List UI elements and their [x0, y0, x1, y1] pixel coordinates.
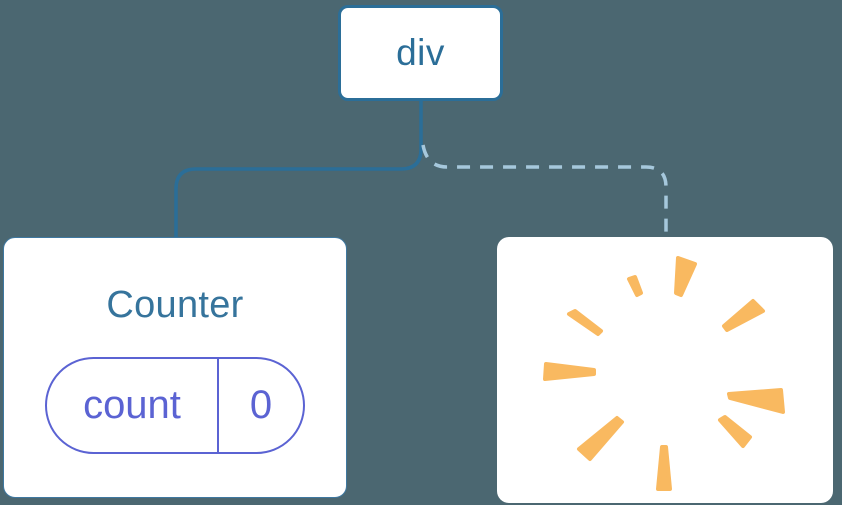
state-value-label: 0	[217, 359, 303, 452]
counter-component-name: Counter	[106, 284, 244, 326]
poof-rays	[543, 256, 785, 491]
connector-dashed-link	[421, 144, 668, 236]
tree-node-div: div	[338, 5, 503, 101]
root-node-label: div	[396, 32, 445, 73]
tree-node-counter: Counter count 0	[3, 237, 347, 498]
tree-node-removed	[497, 237, 833, 503]
connector-solid-link	[174, 101, 423, 237]
poof-starburst-icon	[543, 256, 785, 491]
state-key-label: count	[83, 383, 181, 427]
counter-state-pill: count 0	[45, 357, 305, 454]
